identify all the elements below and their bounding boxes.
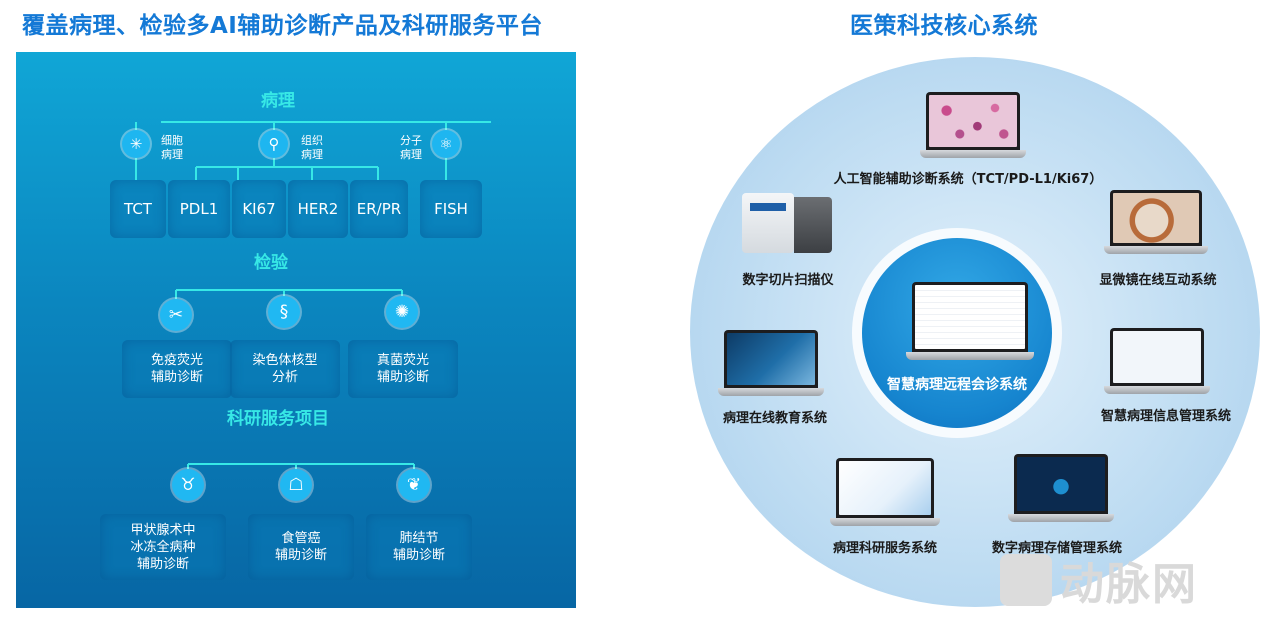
center-system-label: 智慧病理远程会诊系统 [887,377,1027,393]
ai-system-laptop-image [920,92,1026,158]
research-item-lung-nodule: 肺结节 辅助诊断 [366,514,472,580]
info-system-label: 智慧病理信息管理系统 [1100,409,1232,424]
research-system-label: 病理科研服务系统 [832,541,938,556]
product-pdl1: PDL1 [168,180,230,238]
esophagus-icon: ☖ [280,469,312,501]
product-ki67: KI67 [232,180,286,238]
research-system-laptop-image [830,458,940,526]
cell-icon: ✳ [122,130,150,158]
education-system-laptop-image [718,330,824,396]
product-er-pr: ER/PR [350,180,408,238]
category-tissue-pathology: 组织 病理 [301,134,323,161]
info-system-laptop-image [1104,328,1210,394]
category-molecular-pathology: 分子 病理 [400,134,422,161]
right-panel-title: 医策科技核心系统 [850,13,1038,39]
storage-system-label: 数字病理存储管理系统 [991,541,1123,556]
microscope-system-label: 显微镜在线互动系统 [1099,273,1217,288]
product-tree-panel: 病理 ✳ 细胞 病理 ⚲ 组织 病理 ⚛ 分子 病理 TCT PDL1 KI67… [16,52,576,608]
thyroid-icon: ♉ [172,469,204,501]
watermark-text: 动脉网 [1060,559,1198,610]
product-fish: FISH [420,180,482,238]
scanner-device-image [742,193,832,253]
scanner-label: 数字切片扫描仪 [742,273,834,288]
watermark-logo-icon [1000,554,1052,606]
center-laptop-image [906,282,1034,360]
pathology-section-title: 病理 [261,91,295,111]
tissue-icon: ⚲ [260,130,288,158]
ai-system-label: 人工智能辅助诊断系统（TCT/PD-L1/Ki67） [833,172,1103,187]
storage-system-laptop-image [1008,454,1114,522]
lab-section-title: 检验 [254,253,288,273]
lab-item-karyotype: 染色体核型 分析 [230,340,340,398]
antibody-icon: ✂ [160,299,192,331]
product-her2: HER2 [288,180,348,238]
research-item-esophageal: 食管癌 辅助诊断 [248,514,354,580]
category-cell-pathology: 细胞 病理 [161,134,183,161]
dna-icon: § [268,296,300,328]
lab-item-immunofluorescence: 免疫荧光 辅助诊断 [122,340,232,398]
fungus-icon: ✺ [386,296,418,328]
research-item-thyroid: 甲状腺术中 冰冻全病种 辅助诊断 [100,514,226,580]
education-system-label: 病理在线教育系统 [722,411,828,426]
lab-item-fungal-fluorescence: 真菌荧光 辅助诊断 [348,340,458,398]
molecule-icon: ⚛ [432,130,460,158]
lungs-icon: ❦ [398,469,430,501]
left-panel-title: 覆盖病理、检验多AI辅助诊断产品及科研服务平台 [22,13,543,39]
microscope-system-laptop-image [1104,190,1208,254]
research-section-title: 科研服务项目 [227,409,329,429]
product-tct: TCT [110,180,166,238]
